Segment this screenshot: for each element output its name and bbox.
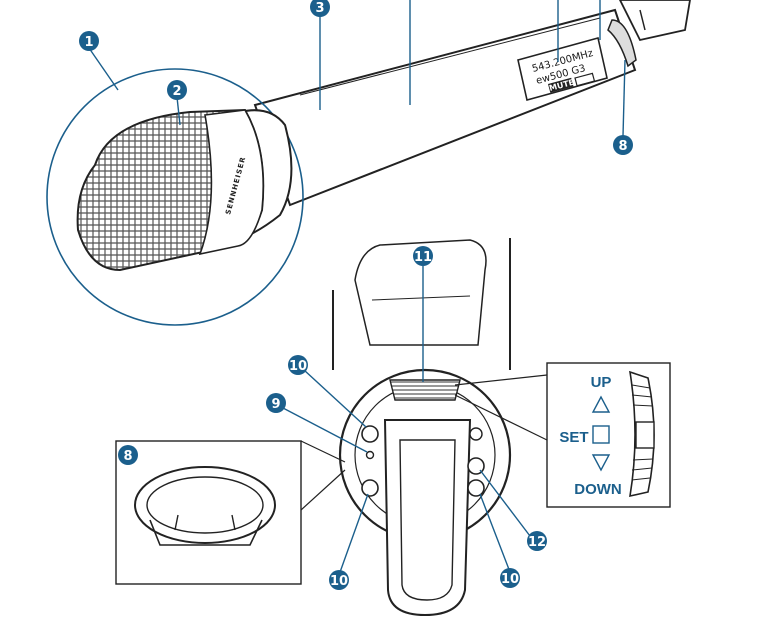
callout-11: 11 <box>413 246 433 266</box>
ring-part <box>134 466 276 544</box>
svg-text:3: 3 <box>315 1 324 16</box>
svg-text:12: 12 <box>528 535 546 550</box>
callout-10-b: 10 <box>329 570 349 590</box>
microphone-head: SENNHEISER <box>76 108 293 272</box>
button-right-lower[interactable] <box>467 479 485 497</box>
microphone-body: 543.200MHz ew500 G3 MUTE <box>253 0 691 207</box>
led-indicator <box>365 450 375 460</box>
svg-text:9: 9 <box>271 397 280 412</box>
handle-lower <box>332 238 511 370</box>
svg-text:10: 10 <box>289 359 307 374</box>
callout-3: 3 <box>310 0 330 17</box>
brand-ring <box>198 109 265 256</box>
callout-9: 9 <box>266 393 286 413</box>
callout-8-inset: 8 <box>118 445 138 465</box>
control-down-label: DOWN <box>574 481 622 498</box>
control-up-label: UP <box>591 374 612 391</box>
callout-2: 2 <box>167 80 187 100</box>
svg-text:10: 10 <box>501 572 519 587</box>
svg-text:2: 2 <box>172 84 181 99</box>
zoom-circle <box>46 68 304 326</box>
callout-10-a: 10 <box>288 355 308 375</box>
inset-ring-box <box>115 440 346 585</box>
antenna-base <box>618 0 691 42</box>
svg-text:8: 8 <box>618 139 627 154</box>
back-ring <box>607 19 637 68</box>
up-triangle-icon <box>591 395 611 413</box>
down-triangle-icon <box>591 454 611 472</box>
callout-8-top: 8 <box>613 135 633 155</box>
callout-1: 1 <box>79 31 99 51</box>
button-left-lower[interactable] <box>361 479 379 497</box>
battery-compartment-contacts <box>389 379 461 401</box>
svg-text:11: 11 <box>414 250 432 265</box>
callout-10-c: 10 <box>500 568 520 588</box>
control-set-label: SET <box>559 429 588 446</box>
control-inset-box: UP SET DOWN <box>454 362 671 508</box>
base-view <box>332 238 512 617</box>
svg-text:8: 8 <box>123 449 132 464</box>
button-left-upper[interactable] <box>361 425 379 443</box>
handle-shaft <box>253 8 637 207</box>
svg-text:1: 1 <box>84 35 93 50</box>
leader-lines-top <box>88 0 626 137</box>
screw-right <box>469 427 483 441</box>
callout-12: 12 <box>527 531 547 551</box>
belt-clip-top <box>354 239 487 346</box>
set-square-icon <box>592 425 610 444</box>
leader-lines-bottom <box>282 266 531 576</box>
svg-text:10: 10 <box>330 574 348 589</box>
